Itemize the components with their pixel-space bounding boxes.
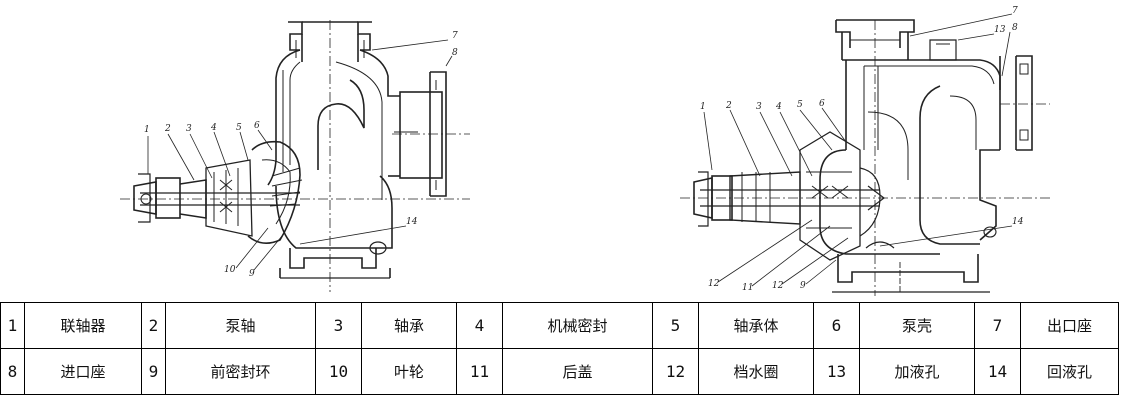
- part-number: 4: [456, 302, 503, 349]
- part-name: 回液孔: [1020, 348, 1119, 395]
- part-number: 5: [652, 302, 699, 349]
- right-callout-1: 1: [700, 102, 706, 112]
- part-number: 12: [652, 348, 699, 395]
- part-name: 出口座: [1020, 302, 1119, 349]
- left-callout-1: 1: [144, 125, 150, 135]
- left-callout-5: 5: [236, 123, 242, 133]
- part-number: 3: [315, 302, 362, 349]
- right-callout-9: 9: [800, 281, 806, 291]
- left-callout-3: 3: [186, 124, 192, 134]
- right-callout-labels: 1 2 3 4 5 6 7 8 13 14 12 11 12 9: [700, 6, 1024, 293]
- part-number: 6: [813, 302, 860, 349]
- right-callout-11: 11: [742, 283, 753, 293]
- left-callout-6: 6: [254, 121, 260, 131]
- part-name: 轴承: [361, 302, 457, 349]
- part-number: 8: [0, 348, 25, 395]
- part-number: 10: [315, 348, 362, 395]
- part-number: 7: [974, 302, 1021, 349]
- part-name: 联轴器: [24, 302, 142, 349]
- left-callout-labels: 1 2 3 4 5 6 7 8 10 9 14: [144, 31, 458, 279]
- parts-legend: 1 联轴器 2 泵轴 3 轴承 4 机械密封 5 轴承体 6 泵壳 7 出口座 …: [0, 302, 1121, 400]
- left-callout-14: 14: [406, 217, 418, 227]
- left-pump-drawing: [120, 20, 470, 292]
- part-name: 进口座: [24, 348, 142, 395]
- part-number: 11: [456, 348, 503, 395]
- part-number: 13: [813, 348, 860, 395]
- left-callout-8: 8: [452, 48, 458, 58]
- part-number: 9: [141, 348, 166, 395]
- pump-drawings: 1 2 3 4 5 6 7 8 10 9 14: [120, 6, 1050, 296]
- left-callout-7: 7: [452, 31, 458, 41]
- part-name: 叶轮: [361, 348, 457, 395]
- parts-table: 1 联轴器 2 泵轴 3 轴承 4 机械密封 5 轴承体 6 泵壳 7 出口座 …: [0, 302, 1119, 395]
- left-callout-9: 9: [249, 269, 255, 279]
- pump-drawings-svg: 1 2 3 4 5 6 7 8 10 9 14: [120, 6, 1050, 296]
- right-callout-12b: 12: [772, 281, 784, 291]
- parts-row: 8 进口座 9 前密封环 10 叶轮 11 后盖 12 档水圈 13 加液孔 1…: [0, 348, 1119, 395]
- part-name: 加液孔: [859, 348, 975, 395]
- right-callout-7: 7: [1012, 6, 1018, 16]
- right-callout-3: 3: [756, 102, 762, 112]
- part-name: 档水圈: [698, 348, 814, 395]
- right-pump-drawing: [680, 13, 1050, 296]
- right-callout-8: 8: [1012, 23, 1018, 33]
- part-name: 泵轴: [165, 302, 316, 349]
- right-callout-13: 13: [994, 25, 1006, 35]
- right-callout-14: 14: [1012, 217, 1024, 227]
- left-callout-2: 2: [164, 124, 171, 134]
- right-callout-4: 4: [775, 102, 782, 112]
- part-name: 机械密封: [502, 302, 653, 349]
- right-callout-2: 2: [725, 101, 732, 111]
- right-callout-5: 5: [797, 100, 803, 110]
- part-number: 14: [974, 348, 1021, 395]
- part-name: 后盖: [502, 348, 653, 395]
- left-callout-4: 4: [210, 123, 217, 133]
- part-name: 前密封环: [165, 348, 316, 395]
- part-number: 2: [141, 302, 166, 349]
- part-name: 轴承体: [698, 302, 814, 349]
- part-number: 1: [0, 302, 25, 349]
- parts-row: 1 联轴器 2 泵轴 3 轴承 4 机械密封 5 轴承体 6 泵壳 7 出口座: [0, 302, 1119, 349]
- left-callout-10: 10: [224, 265, 236, 275]
- part-name: 泵壳: [859, 302, 975, 349]
- right-callout-12a: 12: [708, 279, 720, 289]
- right-callout-6: 6: [819, 99, 825, 109]
